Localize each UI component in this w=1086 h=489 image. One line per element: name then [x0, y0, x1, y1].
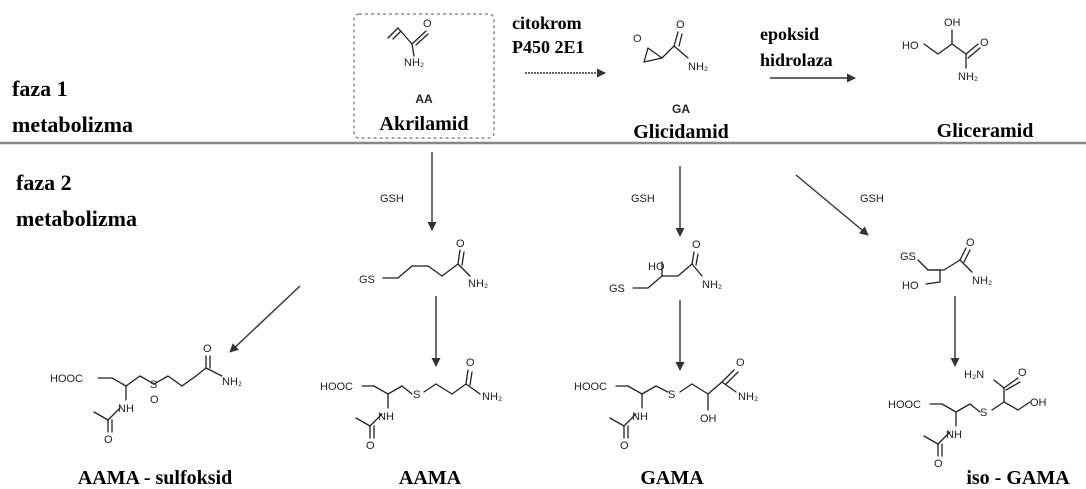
ga-abbreviation: GA — [672, 102, 690, 116]
glycidamide-structure: O O NH₂ — [633, 19, 708, 73]
acrylamide-highlight-box — [353, 13, 495, 139]
gama-hooc-atom: HOOC — [574, 381, 607, 393]
gs-glycidamide-conjugate: GS HO O NH₂ — [609, 239, 722, 295]
aama-sulfoxide-structure: HOOC NH S O O NH₂ O — [50, 343, 242, 446]
conj1-gs-atom: GS — [359, 274, 375, 286]
glyceramide-structure: HO OH O NH₂ — [902, 17, 989, 83]
conj3-ho-atom: HO — [902, 280, 919, 292]
iso-s-atom: S — [980, 407, 987, 419]
aama-sulfoxide-name: AAMA - sulfoksid — [78, 467, 232, 489]
cyp-label: citokrom — [512, 13, 582, 33]
gly-nh2-atom: NH₂ — [958, 71, 978, 83]
ga-ring-o-atom: O — [633, 33, 642, 45]
epoxide-hydrolase-label-2: hidrolaza — [760, 50, 833, 70]
gama-o2-atom: O — [620, 440, 629, 452]
aama-nh2-atom: NH₂ — [482, 391, 502, 403]
gs-acrylamide-conjugate: GS O NH₂ — [359, 238, 488, 290]
conj3-nh2-atom: NH₂ — [972, 275, 992, 287]
conj3-gs-atom: GS — [900, 251, 916, 263]
gama-name: GAMA — [640, 467, 704, 489]
phase1-sublabel: metabolizma — [12, 112, 133, 137]
aa-abbreviation: AA — [415, 92, 433, 106]
aama-s-nh-atom: NH — [118, 403, 134, 415]
gama-s-atom: S — [668, 389, 675, 401]
iso-o2-atom: O — [934, 458, 943, 470]
gama-nh-atom: NH — [632, 411, 648, 423]
conj2-gs-atom: GS — [609, 283, 625, 295]
aama-s-o2-atom: O — [203, 343, 212, 355]
gama-nh2-atom: NH₂ — [738, 391, 758, 403]
gsh-label-aa: GSH — [380, 193, 404, 205]
aama-s-hooc-atom: HOOC — [50, 373, 83, 385]
aama-s-nh2-atom: NH₂ — [222, 376, 242, 388]
conj2-nh2-atom: NH₂ — [702, 279, 722, 291]
gsh-label-ga: GSH — [631, 193, 655, 205]
ga-nh2-atom: NH₂ — [688, 61, 708, 73]
aama-o2-atom: O — [366, 440, 375, 452]
gama-structure: HOOC NH S O NH₂ OH O — [574, 357, 758, 452]
aama-s-o3-atom: O — [104, 434, 113, 446]
aama-nh-atom: NH — [378, 411, 394, 423]
phase2-label: faza 2 — [16, 170, 72, 195]
aama-o-atom: O — [466, 357, 475, 369]
iso-o-atom: O — [1018, 367, 1027, 379]
iso-hooc-atom: HOOC — [888, 399, 921, 411]
iso-gama-name: iso - GAMA — [966, 467, 1070, 489]
ga-o-atom: O — [676, 19, 685, 31]
aama-structure: HOOC NH S O NH₂ O — [320, 357, 502, 452]
aama-name: AAMA — [399, 467, 462, 489]
gama-oh-atom: OH — [700, 413, 717, 425]
gly-oh-atom: OH — [944, 17, 961, 29]
iso-nh-atom: NH — [946, 429, 962, 441]
conj1-o-atom: O — [456, 238, 465, 250]
cyp-label-2: P450 2E1 — [512, 37, 585, 57]
aama-s-atom: S — [413, 389, 420, 401]
ga-name: Glicidamid — [633, 121, 729, 143]
arrow-to-aama-sulfoxide — [229, 285, 301, 353]
aama-s-s-atom: S — [150, 379, 157, 391]
gly-ho-atom: HO — [902, 40, 919, 52]
epoxide-hydrolase-label: epoksid — [760, 24, 819, 44]
gsh-label-iso: GSH — [860, 193, 884, 205]
gama-o-atom: O — [736, 357, 745, 369]
iso-gama-structure: HOOC NH S H₂N O OH O — [888, 367, 1047, 470]
conj2-ho-atom: HO — [648, 261, 665, 273]
conj2-o-atom: O — [692, 239, 701, 251]
glyceramide-name: Gliceramid — [937, 120, 1034, 142]
phase2-sublabel: metabolizma — [16, 206, 137, 231]
conj3-o-atom: O — [966, 237, 975, 249]
aa-o-atom: O — [423, 18, 432, 30]
iso-h2n-atom: H₂N — [964, 369, 984, 381]
aama-s-o-atom: O — [150, 394, 159, 406]
gly-o-atom: O — [980, 37, 989, 49]
gs-iso-conjugate: GS HO O NH₂ — [900, 237, 992, 292]
aa-name: Akrilamid — [380, 113, 469, 135]
arrow-ga-gsh-iso — [795, 174, 869, 236]
acrylamide-structure: O NH₂ — [387, 18, 432, 69]
aama-hooc-atom: HOOC — [320, 381, 353, 393]
conj1-nh2-atom: NH₂ — [468, 278, 488, 290]
iso-oh-atom: OH — [1030, 397, 1047, 409]
phase1-label: faza 1 — [12, 76, 68, 101]
aa-nh2-atom: NH₂ — [404, 57, 424, 69]
